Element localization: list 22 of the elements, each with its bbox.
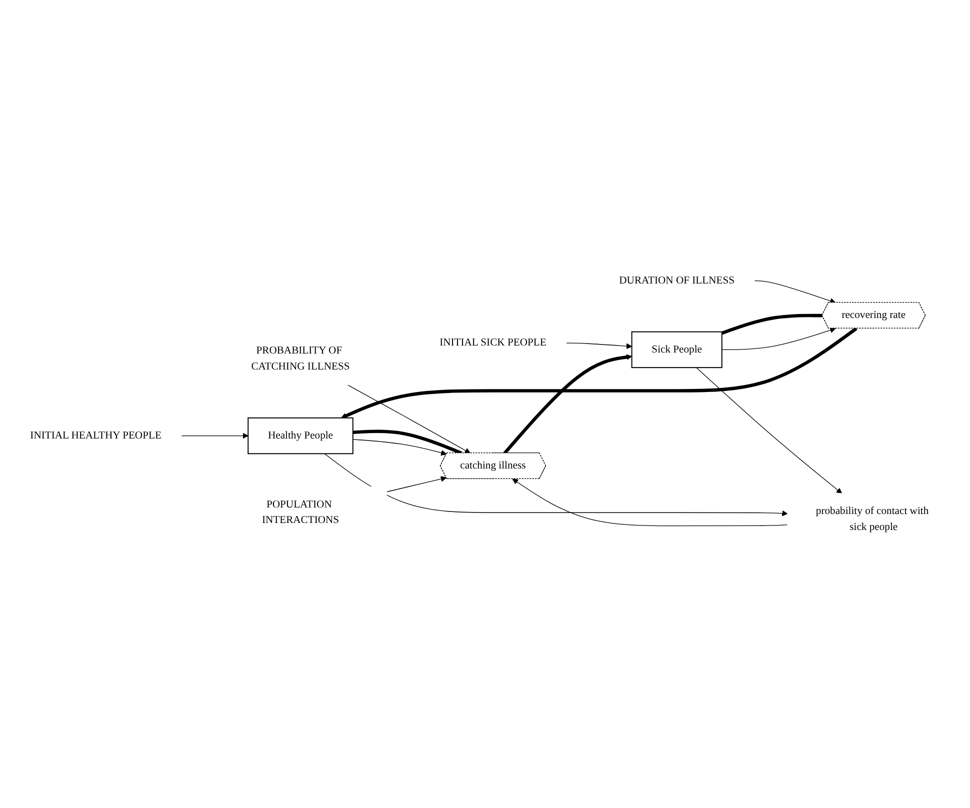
node-text: DURATION OF ILLNESS: [619, 274, 735, 286]
arrow: [754, 280, 836, 304]
arrow: [386, 476, 447, 492]
arrow: [180, 432, 248, 439]
arrow: [347, 384, 470, 454]
node-text: probability of contact with sick people: [816, 505, 929, 532]
node-box: Sick People: [631, 331, 722, 368]
arrow: [324, 453, 788, 516]
arrow: [722, 327, 836, 350]
node-text: INITIAL HEALTHY PEOPLE: [30, 430, 162, 442]
connector: [721, 314, 822, 335]
node-box: Healthy People: [248, 417, 354, 454]
node-text: POPULATION INTERACTIONS: [262, 498, 340, 526]
node-text: PROBABILITY OF CATCHING ILLNESS: [251, 345, 350, 372]
arrow: [512, 478, 788, 526]
arrow: [696, 367, 842, 494]
arrow: [341, 327, 858, 418]
arrow: [352, 439, 447, 456]
connector: [352, 430, 462, 455]
arrow: [503, 354, 632, 454]
arrow: [566, 342, 632, 350]
node-text: INITIAL SICK PEOPLE: [440, 337, 546, 348]
